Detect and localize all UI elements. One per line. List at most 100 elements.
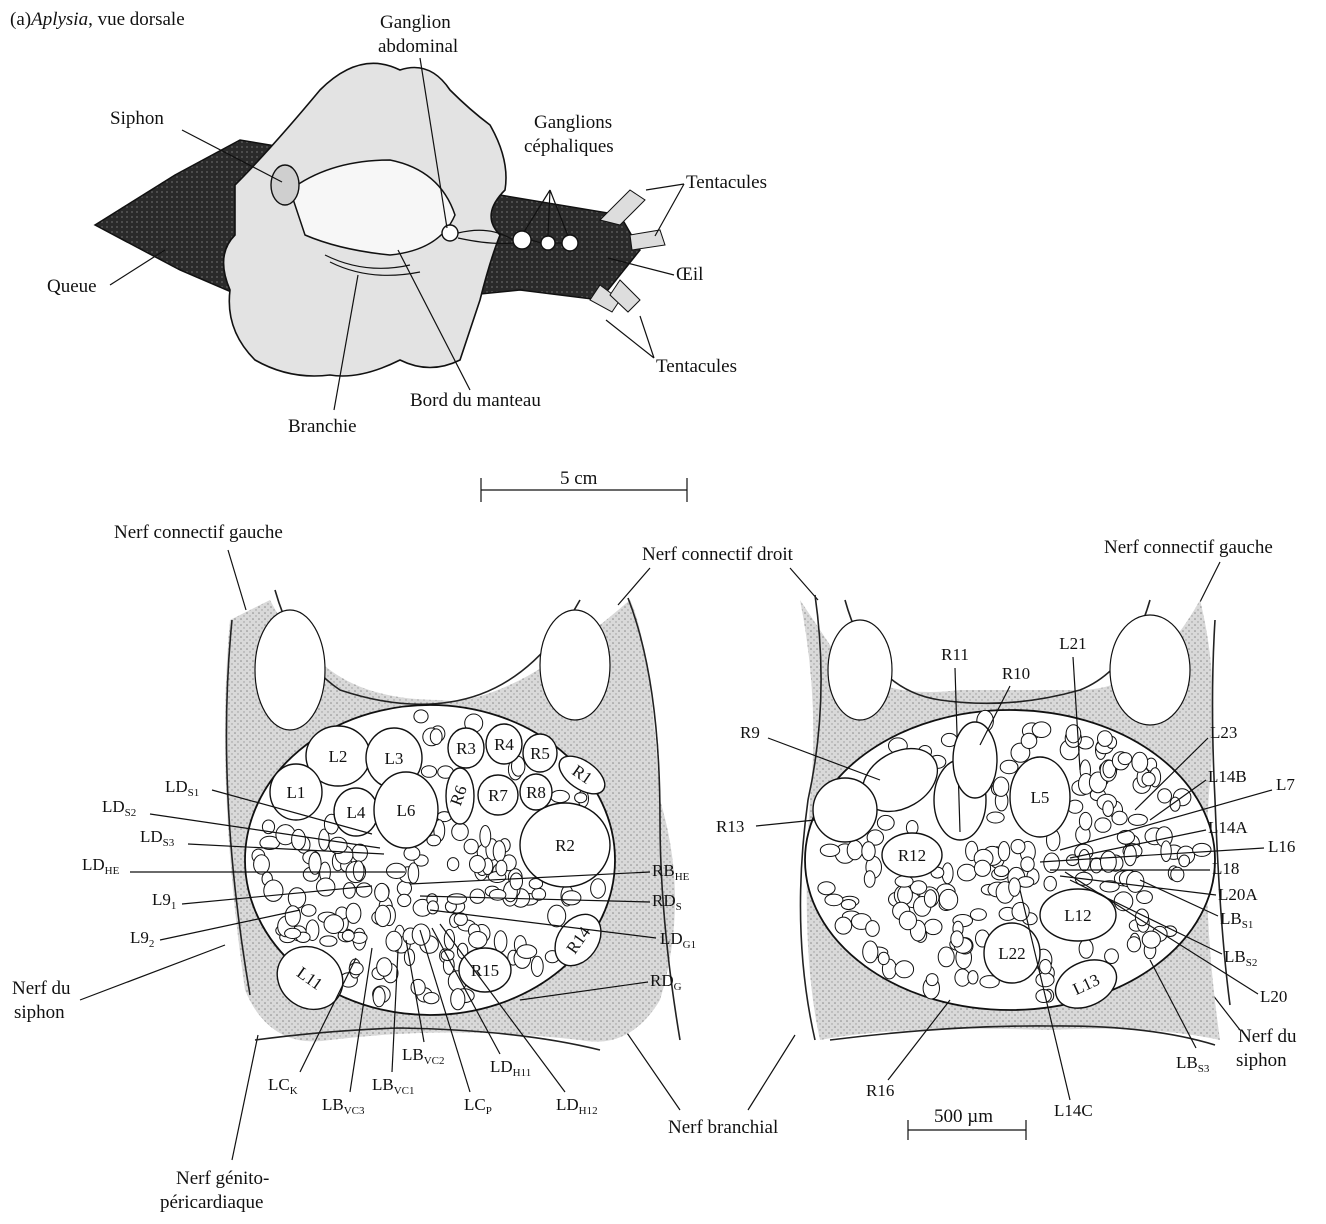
small-neuron [441,950,454,961]
small-neuron [877,815,894,830]
small-neuron [863,941,878,963]
small-neuron [820,844,839,856]
small-neuron [451,989,465,1010]
label-ganglion-abdominal-line2: abdominal [378,36,458,57]
small-neuron [353,861,364,881]
small-neuron [320,936,337,946]
small-neuron [970,909,986,921]
small-neuron [1124,845,1136,866]
small-neuron [548,905,566,927]
callout-rd-s: RDS [652,891,682,913]
callout-l20a: L20A [1218,885,1258,904]
small-neuron [958,864,977,881]
small-neuron [551,790,570,802]
small-neuron [1011,840,1025,854]
small-neuron [427,901,438,914]
label-tentacules-top: Tentacules [686,172,767,193]
cell-label-l3: L3 [385,749,404,768]
small-neuron [847,840,862,859]
small-neuron [1118,753,1132,765]
label-tentacules-bottom: Tentacules [656,356,737,377]
small-neuron [878,952,889,964]
small-neuron [447,894,466,904]
small-neuron [1193,843,1211,856]
label-ganglions-cephaliques-line2: céphaliques [524,136,614,157]
label-nerf-connectif-gauche-left: Nerf connectif gauche [114,522,283,543]
small-neuron [375,883,389,901]
cell-label-l22: L22 [998,944,1025,963]
small-neuron [398,894,411,906]
small-neuron [1095,818,1111,832]
cell-label-r3: R3 [456,739,476,758]
small-neuron [825,894,843,906]
small-neuron [862,842,875,861]
callout-r16: R16 [866,1081,894,1100]
callout-l23: L23 [1210,723,1237,742]
callout-lc-p: LCP [464,1095,492,1117]
callout-l18: L18 [1212,859,1239,878]
figure-caption: (a)Aplysia, vue dorsale [10,9,185,30]
small-neuron [470,889,485,903]
small-neuron [841,900,855,910]
callout-l9-2: L92 [130,928,154,950]
callout-lb-s3: LBS3 [1176,1053,1210,1075]
scale-bar-animal-label: 5 cm [560,468,598,489]
cell-label-l2: L2 [329,747,348,766]
callout-rd-g: RDG [650,971,682,993]
small-neuron [1179,855,1190,867]
label-nerf-du-siphon-right-line1: Nerf du [1238,1026,1297,1047]
small-neuron [835,917,852,934]
small-neuron [1044,876,1056,891]
callout-ld-he: LDHE [82,855,120,877]
callout-ld-s1: LDS1 [165,777,199,799]
small-neuron [301,905,316,917]
callout-l16: L16 [1268,837,1295,856]
small-neuron [356,883,372,897]
small-neuron [531,956,543,976]
small-neuron [480,826,491,848]
small-neuron [998,842,1009,861]
small-neuron [386,931,402,951]
label-branchie: Branchie [288,416,357,437]
label-nerf-du-siphon-left-line1: Nerf du [12,978,71,999]
callout-lc-k: LCK [268,1075,298,1097]
cell-label-r8: R8 [526,783,546,802]
small-neuron [470,856,486,873]
callout-ld-s3: LDS3 [140,827,175,849]
small-neuron [562,891,581,905]
cell-label-l6: L6 [397,801,416,820]
cell-label-l12: L12 [1064,906,1091,925]
cell-label-r13: R13 [716,817,744,836]
small-neuron [866,921,880,937]
small-neuron [254,855,270,874]
small-neuron [346,903,361,923]
cell-label-r5: R5 [530,744,550,763]
small-neuron [1128,814,1147,825]
small-neuron [1101,851,1117,872]
label-nerf-genito-line1: Nerf génito- [176,1168,269,1189]
callout-ld-h11: LDH11 [490,1057,531,1079]
callout-l14b: L14B [1208,767,1247,786]
small-neuron [469,932,487,949]
small-neuron [496,860,507,876]
cell-label-r10: R10 [1002,664,1030,683]
cell-label-r9: R9 [740,723,760,742]
small-neuron [1021,733,1037,748]
small-neuron [421,766,436,778]
cell-label-r2: R2 [555,836,575,855]
small-neuron [447,858,458,871]
small-neuron [424,993,439,1004]
small-neuron [1112,811,1127,825]
callout-lb-s2: LBS2 [1224,947,1257,969]
small-neuron [1103,801,1114,817]
small-neuron [1132,752,1148,772]
cell-label-r11: R11 [941,645,969,664]
scale-bar-animal: 5 cm [481,468,687,502]
cell-label-l4: L4 [347,803,366,822]
cell-label-l21: L21 [1059,634,1086,653]
small-neuron [1040,960,1052,974]
label-bord-du-manteau: Bord du manteau [410,390,541,411]
small-neuron [1079,939,1093,958]
callout-ld-g1: LDG1 [660,929,696,951]
